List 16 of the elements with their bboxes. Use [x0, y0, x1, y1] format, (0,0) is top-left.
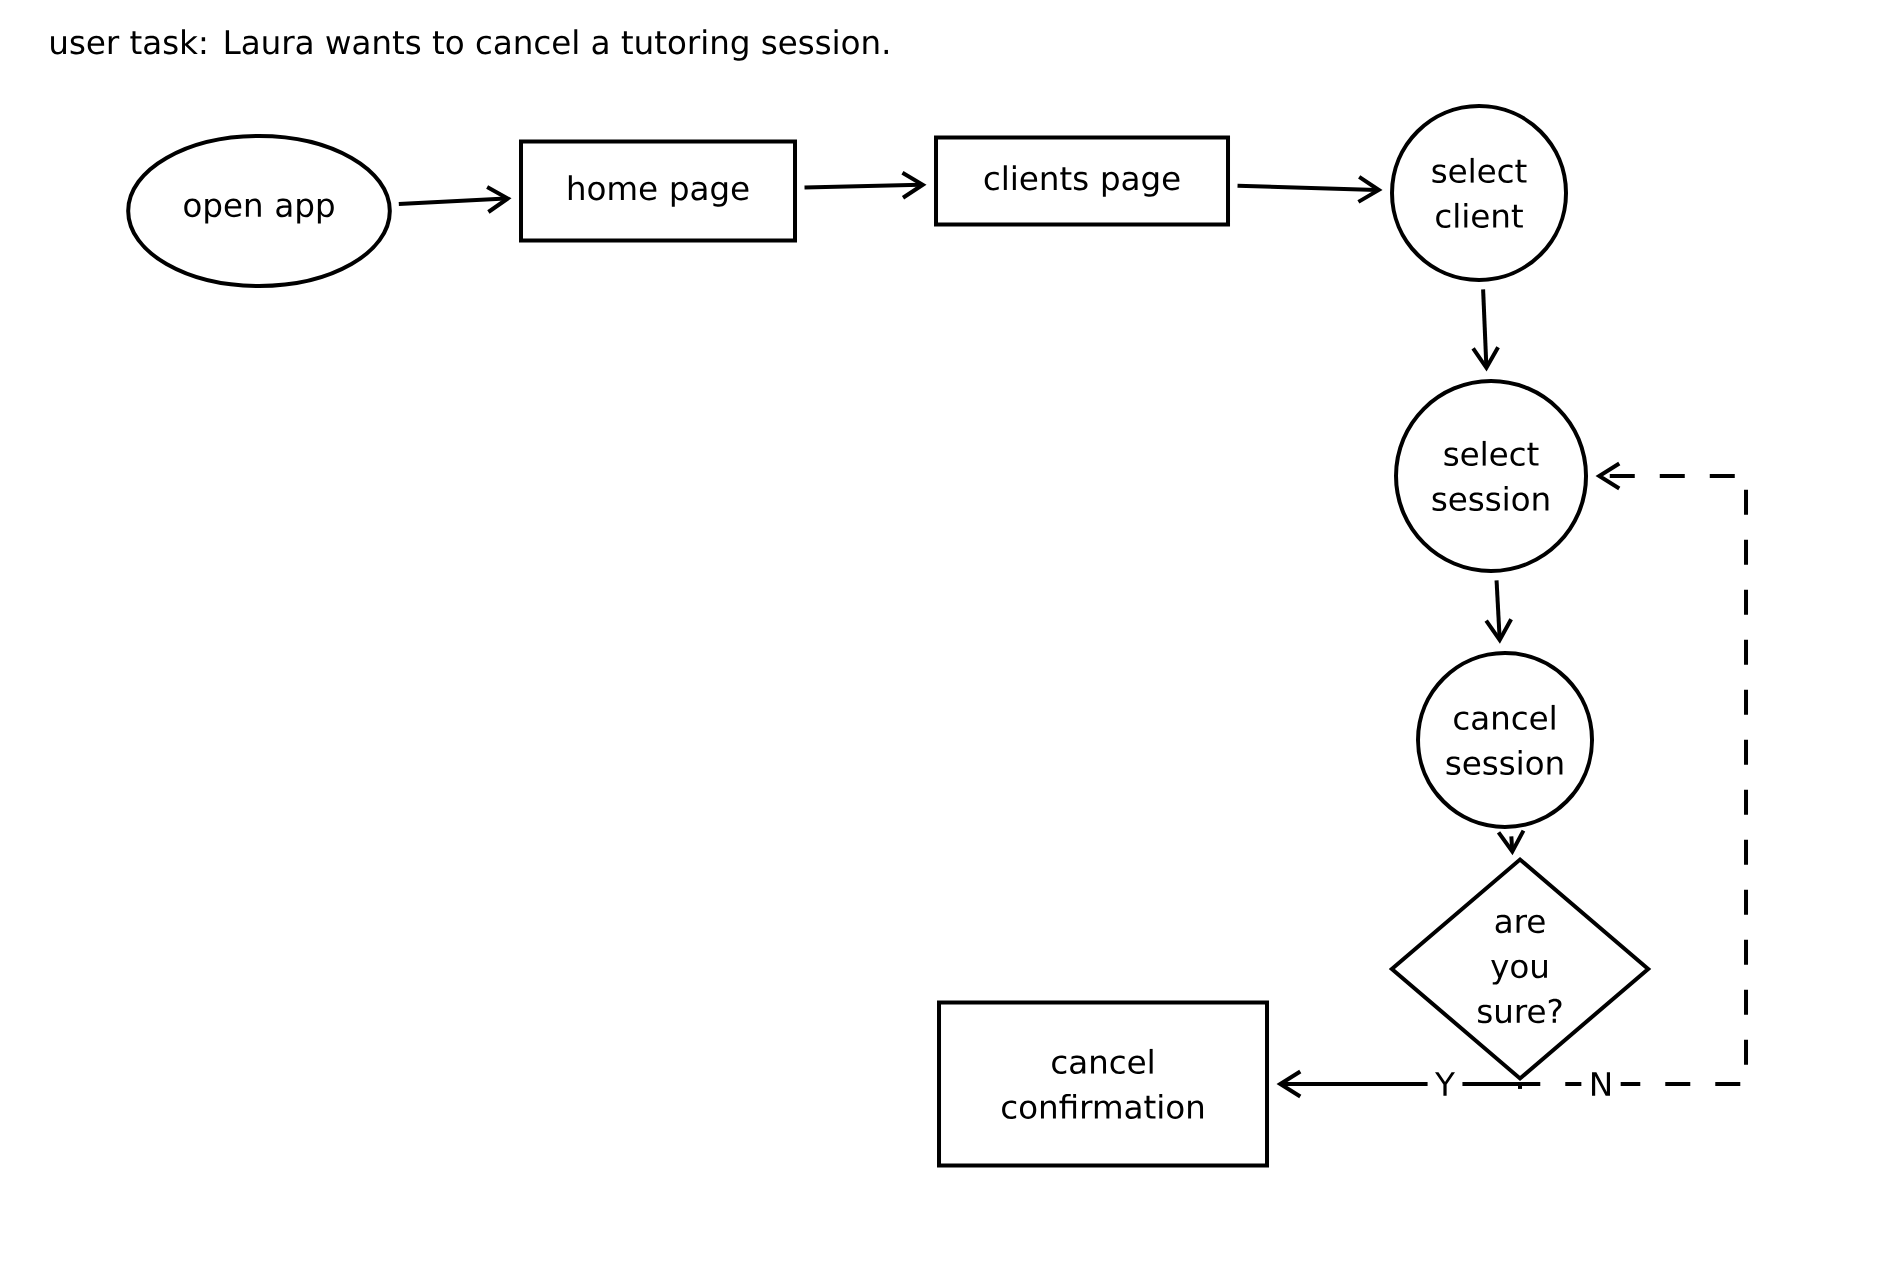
process-box: clients page — [934, 135, 1230, 227]
edge-label: Y — [1427, 1064, 1463, 1104]
circle-node: select client — [1390, 104, 1568, 282]
edge-label: N — [1581, 1064, 1621, 1104]
circle-node: select session — [1394, 379, 1588, 573]
circle-node: cancel session — [1416, 651, 1594, 829]
arrow — [804, 171, 927, 200]
arrow — [1518, 461, 1748, 1091]
process-box: cancel confirmation — [937, 1000, 1269, 1168]
arrow — [1237, 175, 1383, 204]
arrow — [398, 185, 512, 214]
arrow — [1484, 580, 1513, 644]
process-box: home page — [519, 139, 797, 243]
circle-node: open app — [126, 134, 392, 288]
title: user task: Laura wants to cancel a tutoring session. — [51, 29, 888, 61]
arrow — [1471, 289, 1500, 372]
